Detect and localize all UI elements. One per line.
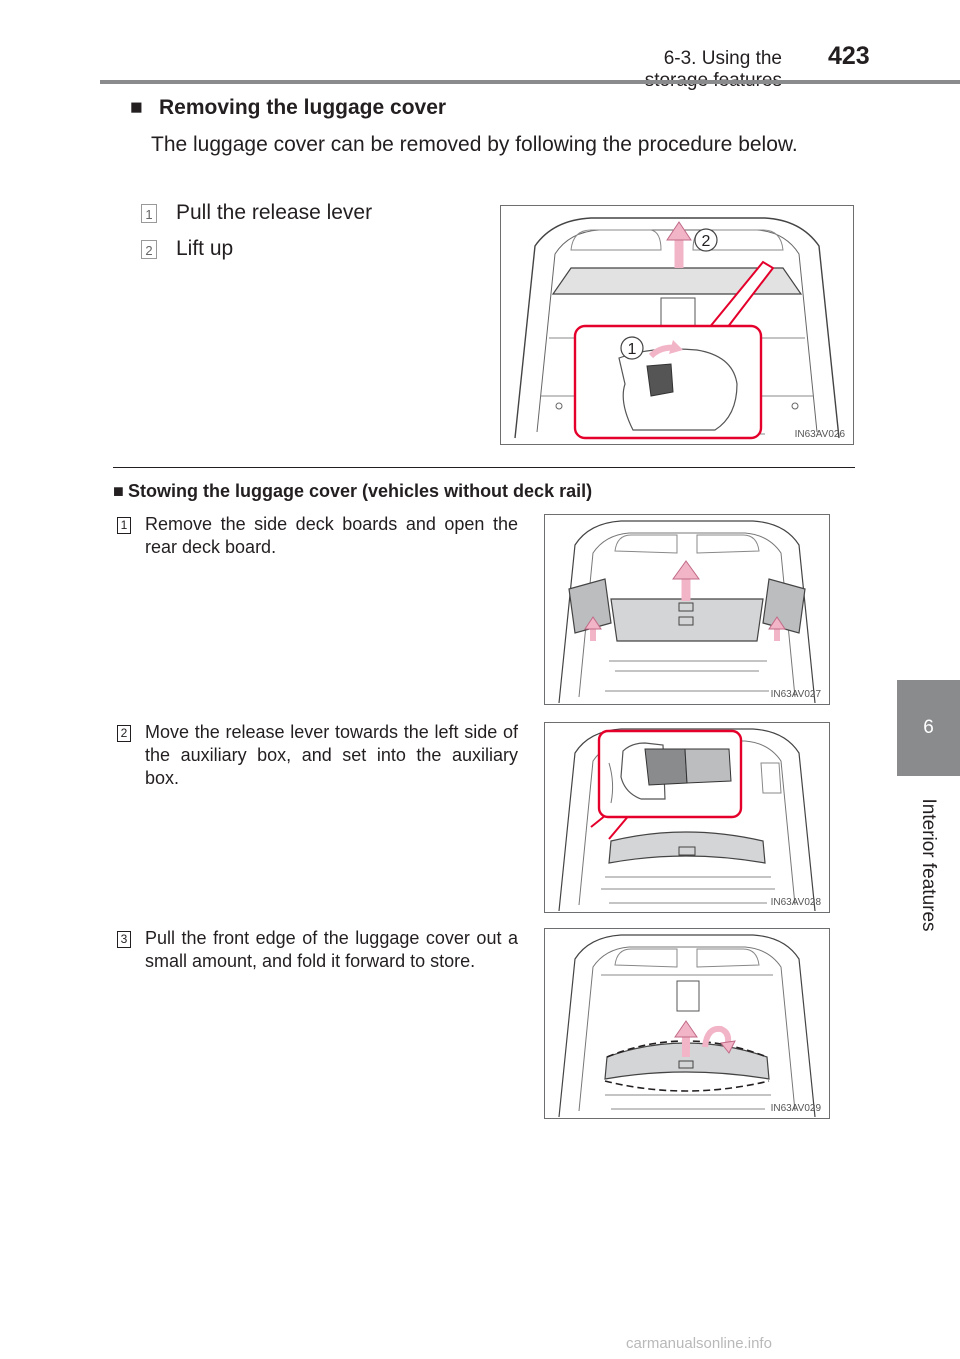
page-number: 423 <box>828 42 870 70</box>
stowing-step-2-text: Move the release lever towards the left … <box>145 722 518 788</box>
release-lever-illustration <box>558 728 816 912</box>
figure-code-029: IN63AV029 <box>770 1103 821 1114</box>
figure-callout-1: 1 <box>628 341 637 358</box>
stowing-step-1-badge: 1 <box>117 517 131 534</box>
figure-set-release-lever: IN63AV028 <box>544 722 830 913</box>
stowing-step-3-text: Pull the front edge of the luggage cover… <box>145 928 518 971</box>
stowing-step-1-text: Remove the side deck boards and open the… <box>145 514 518 557</box>
stowing-step-2-badge: 2 <box>117 725 131 742</box>
stowing-step-3-badge: 3 <box>117 931 131 948</box>
figure-callout-2: 2 <box>702 233 711 250</box>
chapter-tab-label-text: Interior features <box>918 798 939 932</box>
removing-step-2-text: Lift up <box>176 237 234 260</box>
removing-bullet: ■ <box>130 96 143 119</box>
removing-step-1-badge: 1 <box>141 204 157 223</box>
stowing-bullet: ■ <box>113 481 124 501</box>
removing-step-2-badge: 2 <box>141 240 157 259</box>
removing-heading: Removing the luggage cover <box>159 96 447 119</box>
section-divider <box>113 467 855 468</box>
chapter-tab-label: Interior features <box>893 790 960 940</box>
figure-remove-luggage-cover: 2 1 IN63AV026 <box>500 205 854 445</box>
figure-code-028: IN63AV028 <box>770 897 821 908</box>
figure-code-026: IN63AV026 <box>794 429 845 440</box>
stowing-heading: Stowing the luggage cover (vehicles with… <box>128 481 593 501</box>
side-deck-boards-illustration <box>558 520 816 704</box>
header-section-title: 6-3. Using the storage features <box>645 48 782 91</box>
figure-fold-luggage-cover: IN63AV029 <box>544 928 830 1119</box>
removing-step-1-text: Pull the release lever <box>176 201 373 224</box>
removing-intro: The luggage cover can be removed by foll… <box>151 133 798 156</box>
fold-cover-illustration <box>558 934 816 1118</box>
header-rule <box>100 80 960 84</box>
figure-code-027: IN63AV027 <box>770 689 821 700</box>
chapter-tab: 6 <box>897 680 960 776</box>
watermark: carmanualsonline.info <box>626 1335 772 1352</box>
luggage-cover-removal-illustration: 2 1 <box>514 217 840 440</box>
figure-remove-side-deck-boards: IN63AV027 <box>544 514 830 705</box>
